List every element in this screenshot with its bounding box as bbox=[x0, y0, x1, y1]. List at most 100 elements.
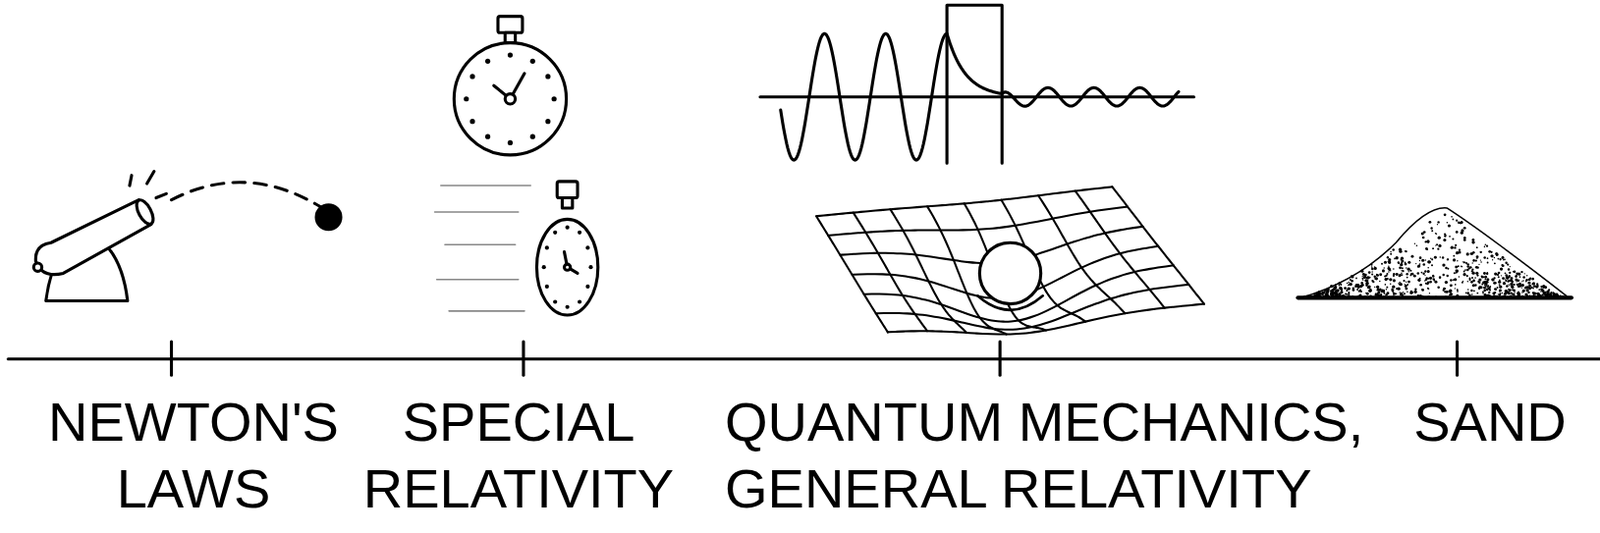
sand-grain bbox=[1508, 272, 1511, 275]
sand-grain bbox=[1521, 291, 1523, 293]
sand-grain bbox=[1522, 289, 1526, 293]
sand-grain bbox=[1533, 284, 1537, 288]
sand-grain bbox=[1414, 288, 1417, 291]
sand-grain bbox=[1455, 270, 1459, 274]
sand-grain bbox=[1509, 266, 1511, 268]
sand-grain bbox=[1377, 288, 1380, 292]
sand-grain bbox=[1421, 288, 1423, 290]
sand-grain bbox=[1441, 256, 1444, 259]
sand-grain bbox=[1529, 284, 1532, 287]
sand-grain bbox=[1413, 275, 1417, 278]
sand-grain bbox=[1368, 271, 1372, 275]
sand-grain bbox=[1346, 293, 1349, 296]
sand-grain bbox=[1498, 285, 1502, 289]
wavefunction-plot bbox=[760, 4, 1195, 164]
sand-grain bbox=[1422, 263, 1426, 267]
sand-grain bbox=[1392, 278, 1396, 282]
sand-grain bbox=[1404, 287, 1408, 291]
sand-grain bbox=[1552, 294, 1555, 297]
sand-grain bbox=[1414, 290, 1418, 294]
sand-grain bbox=[1535, 295, 1537, 297]
sand-grain bbox=[1396, 287, 1400, 291]
sand-grain bbox=[1456, 288, 1459, 291]
sand-grain bbox=[1477, 267, 1480, 270]
sand-grain bbox=[1305, 295, 1308, 298]
sand-grain bbox=[1389, 282, 1392, 285]
sand-grain bbox=[1472, 259, 1476, 263]
sand-grain bbox=[1463, 238, 1467, 242]
sand-grain bbox=[1398, 274, 1401, 276]
sand-grain bbox=[1371, 268, 1375, 272]
sand-grain bbox=[1507, 288, 1509, 290]
sand-grain bbox=[1527, 281, 1531, 285]
sand-grain bbox=[1456, 260, 1458, 262]
sand-grain bbox=[1336, 288, 1340, 292]
sand-grain bbox=[1476, 274, 1479, 276]
sand-grain bbox=[1501, 292, 1504, 295]
sand-grain bbox=[1509, 294, 1512, 297]
sand-grain bbox=[1405, 250, 1408, 253]
sand-grain bbox=[1525, 287, 1527, 289]
sand-grain bbox=[1417, 278, 1421, 282]
sand-grain bbox=[1507, 283, 1509, 285]
sand-grain bbox=[1425, 278, 1428, 281]
sand-grain bbox=[1455, 270, 1458, 273]
sand-grain bbox=[1445, 290, 1449, 294]
sand-grain bbox=[1442, 238, 1446, 242]
sand-grain bbox=[1369, 289, 1373, 293]
sand-grain bbox=[1371, 271, 1373, 273]
sand-grain bbox=[1405, 273, 1408, 276]
sand-grain bbox=[1387, 258, 1391, 262]
sand-grain bbox=[1401, 260, 1404, 263]
sand-grain bbox=[1448, 289, 1452, 293]
sand-grain bbox=[1441, 263, 1445, 267]
sand-grain bbox=[1519, 275, 1522, 278]
sand-grain bbox=[1324, 290, 1328, 294]
sand-grain bbox=[1434, 296, 1437, 299]
sand-grain bbox=[1410, 291, 1414, 295]
sand-grain bbox=[1509, 282, 1513, 286]
sand-grain bbox=[1521, 283, 1525, 287]
sand-grain bbox=[1545, 293, 1549, 297]
sand-grain bbox=[1428, 296, 1431, 299]
timeline-label-slot: NEWTON'S LAWS bbox=[21, 388, 366, 523]
sand-grain bbox=[1393, 293, 1396, 296]
sand-grain bbox=[1505, 275, 1508, 277]
sand-grain bbox=[1555, 294, 1559, 298]
sand-grain bbox=[1424, 275, 1426, 276]
sand-grain bbox=[1376, 274, 1378, 276]
sand-grain bbox=[1492, 276, 1495, 279]
sand-grain bbox=[1461, 281, 1464, 284]
sand-grain bbox=[1538, 294, 1541, 297]
sand-grain bbox=[1419, 279, 1421, 281]
sand-grain bbox=[1499, 267, 1503, 271]
sand-grain bbox=[1379, 289, 1383, 293]
timeline-label: SAND bbox=[1391, 388, 1589, 456]
sand-grain bbox=[1330, 288, 1334, 292]
sand-grain bbox=[1458, 275, 1461, 278]
sand-grain bbox=[1383, 295, 1385, 297]
sand-grain bbox=[1434, 280, 1437, 284]
sand-pile bbox=[1297, 208, 1571, 300]
sand-grain bbox=[1452, 258, 1456, 262]
sand-grain bbox=[1429, 220, 1433, 224]
sand-grain bbox=[1385, 288, 1387, 290]
sand-grain bbox=[1429, 292, 1431, 294]
sand-grain bbox=[1361, 277, 1364, 280]
sand-grain bbox=[1512, 293, 1515, 296]
sand-grain bbox=[1546, 290, 1550, 294]
sand-grain bbox=[1338, 293, 1341, 296]
sand-grain bbox=[1452, 255, 1455, 258]
sand-grain bbox=[1481, 282, 1484, 285]
sand-grain bbox=[1467, 280, 1469, 282]
sand-grain bbox=[1469, 266, 1472, 269]
sand-grain bbox=[1362, 278, 1364, 280]
sand-grain bbox=[1395, 292, 1398, 295]
sand-grain bbox=[1478, 264, 1480, 266]
sand-grain bbox=[1349, 282, 1353, 286]
sand-grain bbox=[1449, 283, 1453, 287]
sand-grain bbox=[1395, 256, 1399, 260]
sand-grain bbox=[1446, 221, 1449, 224]
